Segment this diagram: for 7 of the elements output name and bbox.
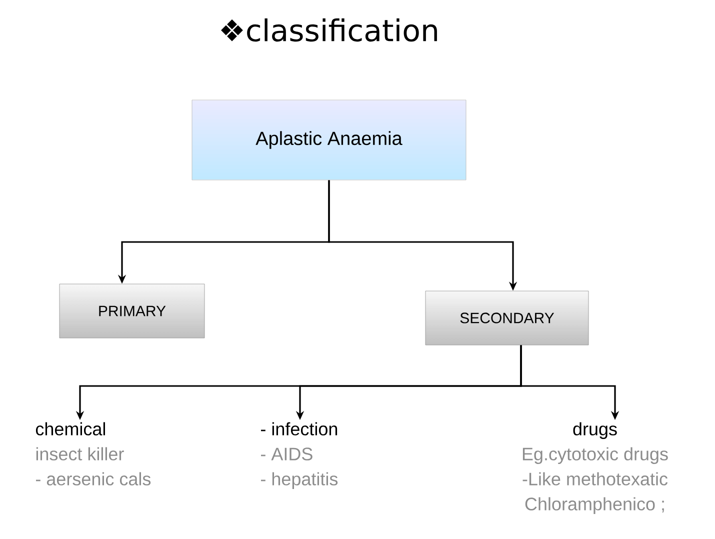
cause-list: chemical insect killer - aersenic cals [36,422,151,486]
cause-list: drugs Eg.cytotoxic drugs -Like methotexatic Chloramphenico ; [522,422,668,514]
title-box: Aplastic Anaemia [192,100,466,180]
cause-list: - infection - AIDS - hepatitis [261,422,338,489]
category-box: PRIMARY [59,284,205,338]
category-box: SECONDARY [425,290,589,346]
title: ❖classification [221,18,437,42]
